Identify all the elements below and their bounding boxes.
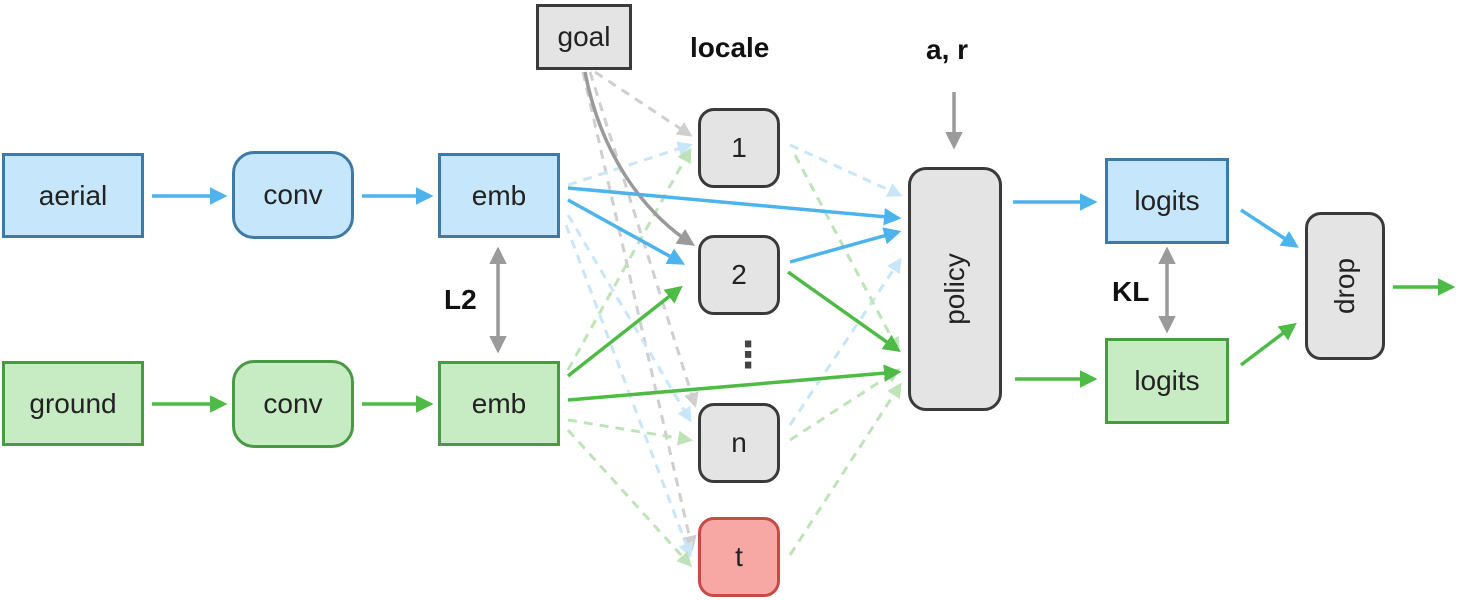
- edge-emb-aerial-n-dashed: [566, 214, 692, 423]
- drop-node: drop: [1305, 212, 1385, 360]
- edge-t-policy-green-dashed: [788, 382, 902, 556]
- policy-node: policy: [908, 167, 1002, 411]
- goal-node: goal: [536, 4, 632, 70]
- emb-ground-node: emb: [438, 361, 560, 446]
- edge-2-policy-green: [786, 270, 901, 353]
- l2-label: L2: [444, 284, 477, 315]
- locale-n-node: n: [698, 403, 780, 483]
- edge-emb-ground-t-dashed: [566, 428, 693, 568]
- kl-label: KL: [1112, 276, 1150, 307]
- logits-ground-node: logits: [1105, 338, 1229, 424]
- edge-emb-aerial-t-dashed: [564, 224, 693, 558]
- policy-label: policy: [939, 253, 970, 325]
- edge-emb-aerial-policy: [567, 186, 902, 226]
- conv-aerial-node: conv: [232, 151, 354, 239]
- edge-goal-n-dashed: [588, 71, 699, 408]
- edge-goal-2: [583, 71, 695, 246]
- edge-emb-aerial-2: [567, 198, 686, 265]
- a-r-label: a, r: [926, 34, 969, 65]
- edge-n-policy-green-dashed: [789, 368, 901, 442]
- aerial-node: aerial: [2, 153, 144, 238]
- edge-goal-t-dashed: [581, 71, 697, 551]
- emb-aerial-node: emb: [438, 153, 560, 238]
- locale-2-node: 2: [698, 235, 780, 315]
- locale-ellipsis: ⋮: [730, 334, 766, 375]
- conv-ground-node: conv: [232, 360, 354, 448]
- edge-emb-ground-policy: [567, 364, 902, 402]
- drop-label: drop: [1328, 257, 1360, 315]
- edge-emb-ground-n-dashed: [567, 418, 693, 446]
- ground-node: ground: [2, 361, 144, 446]
- locale-1-node: 1: [698, 108, 780, 188]
- edge-1-policy-green-dashed: [793, 154, 900, 353]
- locale-label: locale: [690, 32, 770, 63]
- logits-aerial-node: logits: [1105, 158, 1229, 244]
- edge-2-policy-blue: [789, 227, 902, 264]
- locale-t-node: t: [698, 517, 780, 597]
- edge-n-policy-blue-dashed: [788, 257, 902, 426]
- edge-logits-aerial-drop: [1240, 208, 1299, 248]
- edge-emb-aerial-1-dashed: [567, 141, 693, 187]
- edge-goal-1-dashed: [594, 70, 693, 137]
- edge-emb-ground-1-dashed: [566, 147, 692, 371]
- edge-emb-ground-2: [566, 285, 683, 378]
- edge-1-policy-blue-dashed: [789, 143, 903, 197]
- edge-logits-ground-drop: [1239, 322, 1297, 367]
